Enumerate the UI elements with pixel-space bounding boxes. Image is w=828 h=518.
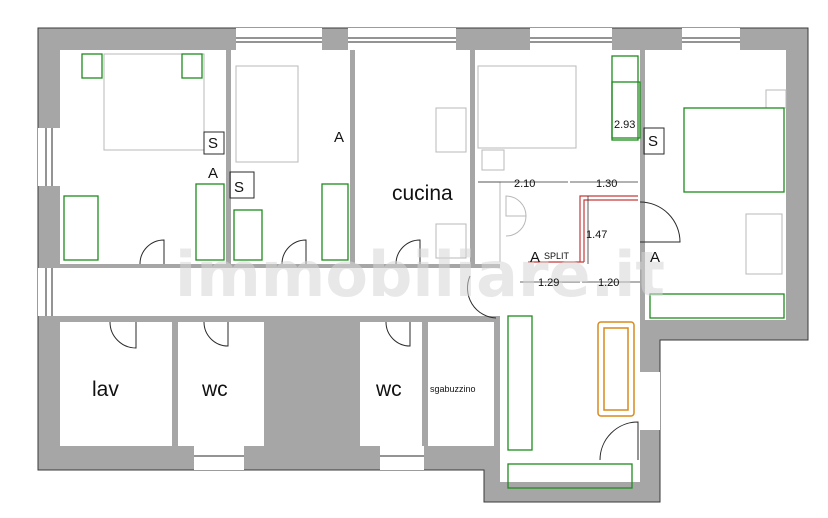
door-bedroom-2 xyxy=(281,239,307,265)
marker-s-bedroom-1-low: S xyxy=(234,179,244,196)
bedroom-3-floor xyxy=(645,50,786,320)
doors xyxy=(109,201,681,461)
window-top-1 xyxy=(236,28,322,50)
bedroom-2-floor xyxy=(231,50,350,264)
dimension-1-29: 1.29 xyxy=(538,277,559,289)
wardrobe-bedroom-2 xyxy=(321,183,349,261)
sofa xyxy=(597,321,635,417)
door-kitchen xyxy=(395,239,421,265)
window-right-1 xyxy=(640,372,660,430)
bed-1 xyxy=(103,53,205,151)
door-bedroom-1 xyxy=(139,239,165,265)
wc-left-floor xyxy=(178,322,264,446)
watermark: immobiliare.it xyxy=(175,238,665,311)
room-label-wc-right: wc xyxy=(375,378,402,401)
laundry-floor xyxy=(60,322,172,446)
marker-a-bedroom-1: A xyxy=(208,165,218,182)
door-bedroom-3 xyxy=(639,201,681,243)
windows xyxy=(38,28,740,470)
room-label-wc-left: wc xyxy=(201,378,228,401)
room-label-lav: lav xyxy=(92,378,119,401)
door-laundry xyxy=(109,321,137,349)
window-bottom-2 xyxy=(380,446,424,470)
wc-right-floor xyxy=(360,322,422,446)
marker-a-bedroom-2: A xyxy=(334,129,344,146)
window-top-4 xyxy=(682,28,740,50)
window-bottom-1 xyxy=(194,446,244,470)
bed-bedroom-3 xyxy=(683,107,785,193)
window-left-2 xyxy=(38,268,60,316)
door-living xyxy=(466,275,497,319)
storage-floor xyxy=(428,322,494,446)
living-area-floor xyxy=(500,264,640,482)
window-left-1 xyxy=(38,128,60,186)
wardrobe-bedroom-1 xyxy=(195,183,225,261)
dimension-2-93: 2.93 xyxy=(614,119,635,131)
room-label-cucina: cucina xyxy=(392,182,453,205)
bed-living xyxy=(477,65,577,149)
bedroom-1-floor xyxy=(60,50,226,264)
marker-s-bedroom-1: S xyxy=(208,135,218,152)
split-label: SPLIT xyxy=(544,251,570,261)
room-label-sgabuzzino: sgabuzzino xyxy=(430,384,476,394)
dimension-1-20: 1.20 xyxy=(598,277,619,289)
bed-2 xyxy=(235,65,299,163)
dimension-1-30: 1.30 xyxy=(596,178,617,190)
wardrobe-bedroom-3 xyxy=(649,293,785,319)
dimension-lines xyxy=(478,181,640,283)
door-wc-left xyxy=(203,321,229,347)
door-entrance xyxy=(599,421,639,461)
radiator xyxy=(528,195,638,263)
cabinet-living xyxy=(507,315,533,451)
door-wc-right xyxy=(385,321,411,347)
marker-s-bedroom-3: S xyxy=(648,133,658,150)
window-top-3 xyxy=(530,28,612,50)
dimension-2-10: 2.10 xyxy=(514,178,535,190)
window-top-2 xyxy=(348,28,456,50)
desk-bedroom-2 xyxy=(233,209,263,261)
marker-a-bedroom-3: A xyxy=(650,249,660,266)
marker-a-split: A xyxy=(530,249,540,266)
cabinet-entrance xyxy=(507,463,633,489)
desk-bedroom-1 xyxy=(63,195,99,261)
dimension-1-47: 1.47 xyxy=(586,229,607,241)
kitchen-floor xyxy=(355,50,470,264)
